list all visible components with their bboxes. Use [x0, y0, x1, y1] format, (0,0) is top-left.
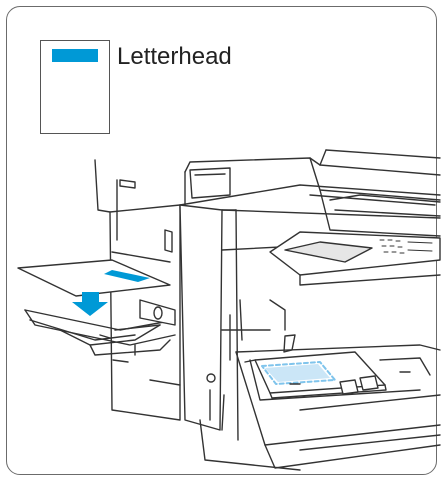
control-panel	[270, 232, 440, 285]
printer-body	[180, 158, 440, 470]
tray-paper-stack	[255, 352, 386, 398]
scanner-unit	[320, 150, 440, 216]
